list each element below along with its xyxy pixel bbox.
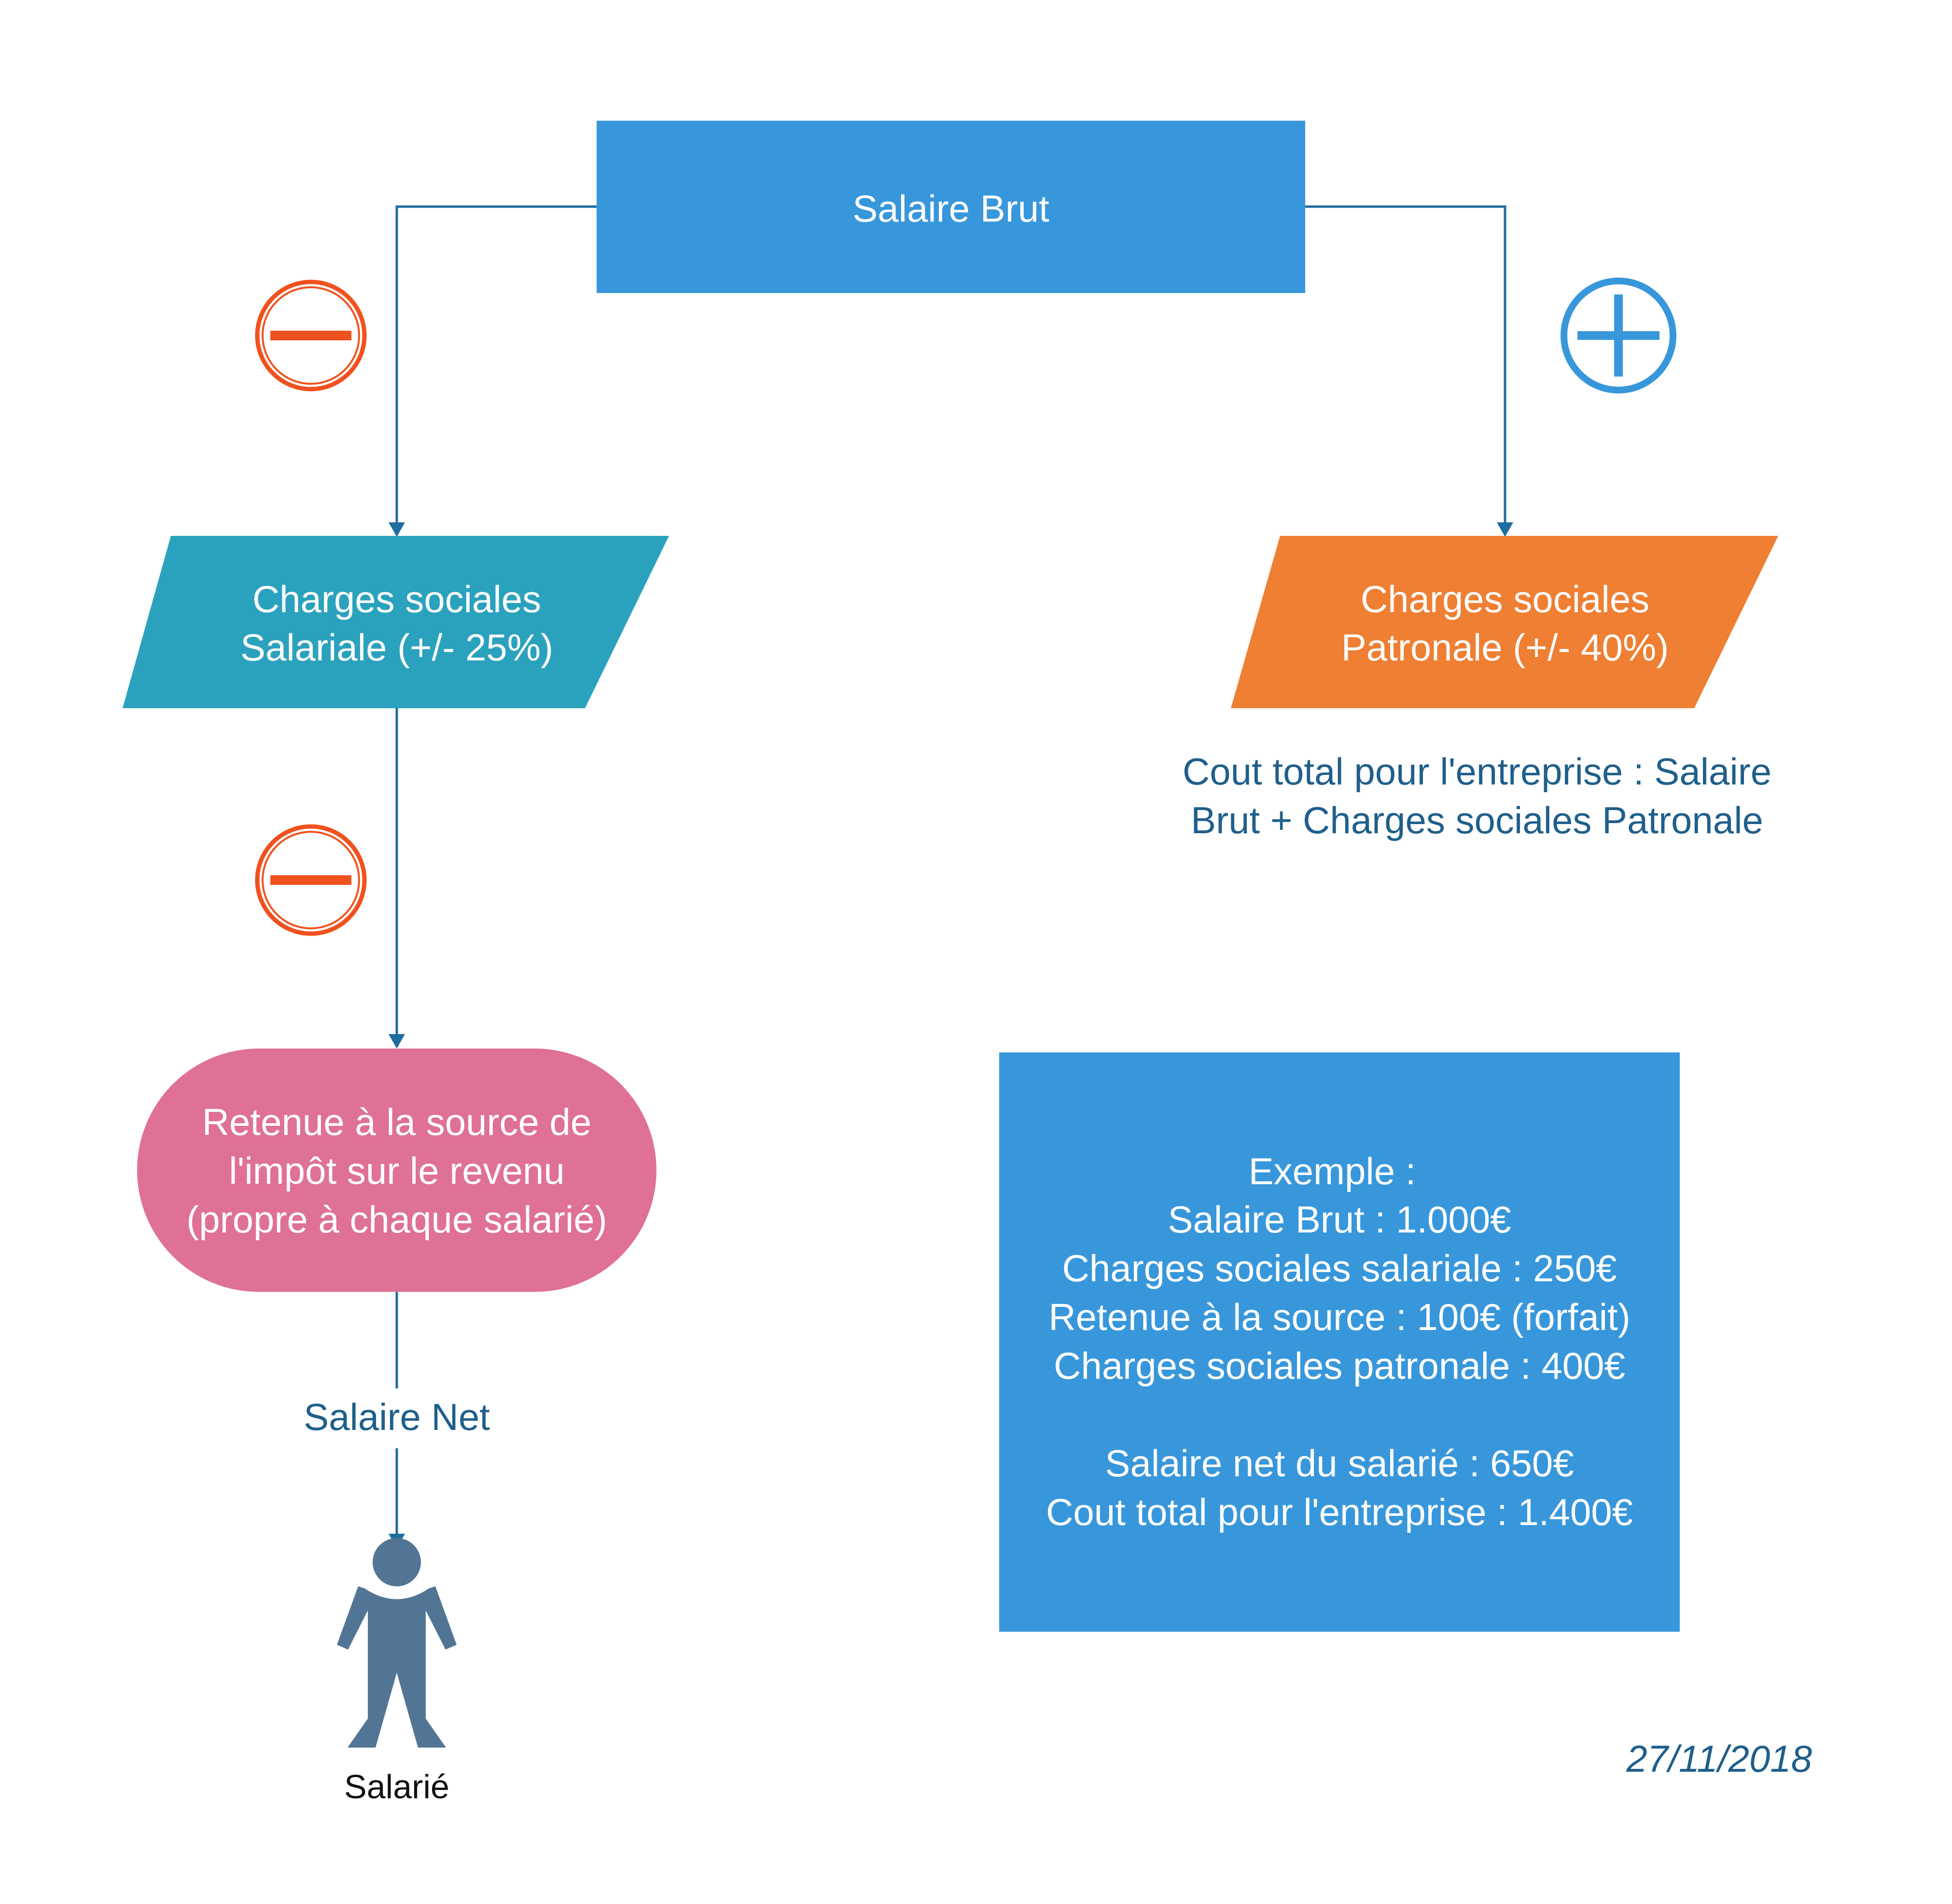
charges-patronale-label-line2: Patronale (+/- 40%) [1341, 626, 1669, 669]
retenue-label-line3: (propre à chaque salarié) [186, 1198, 607, 1241]
arrowhead-patronale [1497, 522, 1513, 537]
salarie-label: Salarié [344, 1768, 449, 1806]
example-line-patronale: Charges sociales patronale : 400€ [1054, 1344, 1625, 1387]
plus-circle-icon [1561, 278, 1676, 393]
connector-brut-to-patronale [1305, 205, 1506, 526]
salaire-net-label: Salaire Net [304, 1396, 490, 1438]
salaire-brut-label: Salaire Brut [852, 187, 1049, 230]
example-line-net: Salaire net du salarié : 650€ [1105, 1442, 1574, 1484]
charges-patronale-node [1231, 536, 1778, 708]
retenue-label-line1: Retenue à la source de [202, 1101, 592, 1143]
example-line-salariale: Charges sociales salariale : 250€ [1062, 1247, 1617, 1289]
example-line-cout-total: Cout total pour l'entreprise : 1.400€ [1046, 1491, 1633, 1533]
connector-brut-to-salariale [395, 205, 597, 526]
example-line-retenue: Retenue à la source : 100€ (forfait) [1048, 1296, 1630, 1338]
arrowhead-retenue [389, 1034, 405, 1049]
retenue-source-node [137, 1049, 656, 1292]
example-line-brut: Salaire Brut : 1.000€ [1168, 1198, 1511, 1241]
retenue-label-line2: l'impôt sur le revenu [229, 1149, 565, 1192]
minus-circle-icon [255, 824, 367, 936]
arrowhead-salariale [389, 522, 405, 537]
example-box [999, 1052, 1680, 1632]
date-label: 27/11/2018 [1626, 1737, 1812, 1780]
minus-circle-icon [255, 280, 367, 392]
charges-salariale-label-line1: Charges sociales [252, 578, 541, 620]
cout-total-caption-line1: Cout total pour l'entreprise : Salaire [1183, 750, 1771, 793]
charges-salariale-label-line2: Salariale (+/- 25%) [240, 626, 553, 669]
connectors [395, 205, 1506, 1538]
person-icon [337, 1538, 457, 1748]
salaire-brut-box [597, 121, 1305, 293]
charges-salariale-node [123, 536, 669, 708]
example-title: Exemple : [1249, 1150, 1416, 1192]
charges-patronale-label-line1: Charges sociales [1361, 578, 1649, 620]
cout-total-caption-line2: Brut + Charges sociales Patronale [1191, 799, 1763, 841]
